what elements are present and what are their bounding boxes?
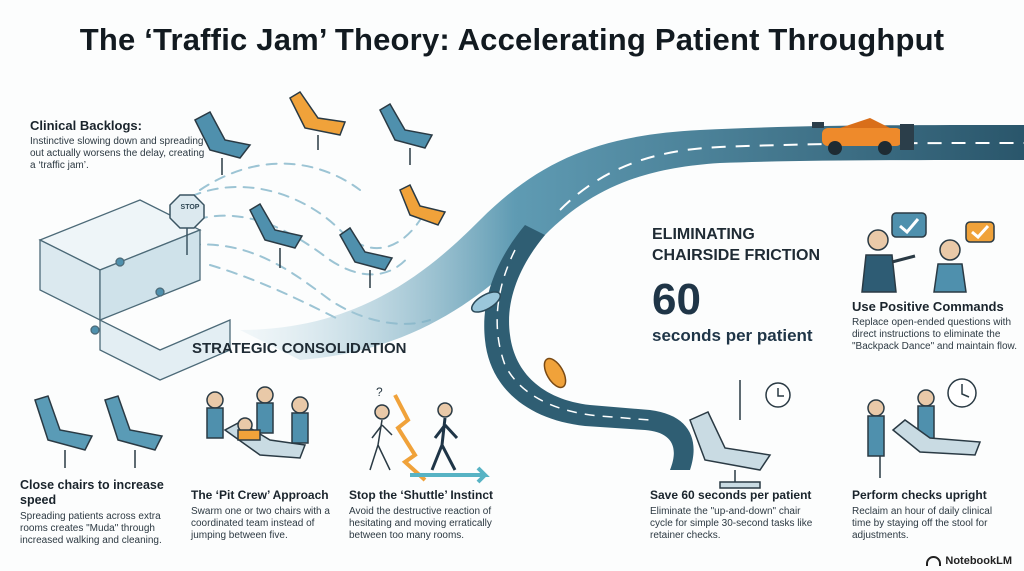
race-car-icon — [812, 118, 914, 155]
save-60-heading: Save 60 seconds per patient — [650, 488, 812, 502]
close-chairs-illustration — [34, 395, 164, 468]
seconds-unit: seconds per patient — [652, 326, 813, 345]
office-cubicles — [38, 199, 231, 381]
orange-car-icon — [543, 357, 567, 389]
eliminating-heading: ELIMINATING CHAIRSIDE FRICTION — [652, 224, 820, 266]
upright-block: Perform checks upright Reclaim an hour o… — [852, 488, 1012, 542]
close-chairs-heading: Close chairs to increase speed — [20, 478, 164, 507]
positive-commands-heading: Use Positive Commands — [852, 299, 1004, 314]
positive-commands-body: Replace open-ended questions with direct… — [852, 317, 1017, 352]
dental-chair-icon — [379, 102, 434, 165]
stop-sign-icon — [169, 194, 205, 255]
close-chairs-block: Close chairs to increase speed Spreading… — [20, 478, 180, 547]
blue-car-icon — [470, 291, 502, 313]
eliminating-line1: ELIMINATING — [652, 226, 755, 243]
clinical-backlogs-body: Instinctive slowing down and spreading o… — [30, 136, 205, 171]
dental-chair-icon — [289, 90, 347, 150]
road — [240, 125, 1024, 470]
dental-chair-icon — [339, 226, 394, 288]
brand-watermark: NotebookLM — [926, 555, 1012, 567]
pit-crew-body: Swarm one or two chairs with a coordinat… — [191, 506, 330, 541]
notebooklm-logo-icon — [926, 556, 942, 566]
shuttle-illustration: ? — [369, 385, 490, 484]
save-60-body: Eliminate the "up-and-down" chair cycle … — [650, 506, 813, 541]
stop-sign-label: STOP — [180, 204, 200, 211]
dental-chair-icon — [249, 202, 304, 268]
shuttle-block: Stop the ‘Shuttle’ Instinct Avoid the de… — [349, 488, 514, 542]
positive-commands-block: Use Positive Commands Replace open-ended… — [852, 299, 1024, 353]
save-60-block: Save 60 seconds per patient Eliminate th… — [650, 488, 825, 542]
positive-commands-illustration — [861, 212, 995, 293]
pit-crew-heading: The ‘Pit Crew’ Approach — [191, 488, 329, 502]
upright-body: Reclaim an hour of daily clinical time b… — [852, 506, 993, 541]
shuttle-heading: Stop the ‘Shuttle’ Instinct — [349, 488, 493, 502]
eliminating-line2: CHAIRSIDE FRICTION — [652, 247, 820, 264]
strategic-consolidation-heading: STRATEGIC CONSOLIDATION — [192, 340, 407, 357]
brand-label: NotebookLM — [945, 555, 1012, 567]
shuttle-body: Avoid the destructive reaction of hesita… — [349, 506, 492, 541]
upright-heading: Perform checks upright — [852, 488, 987, 502]
svg-text:?: ? — [376, 385, 383, 399]
close-chairs-body: Spreading patients across extra rooms cr… — [20, 511, 162, 546]
upright-illustration — [867, 378, 982, 478]
dental-chair-icon — [399, 183, 447, 226]
seconds-value: 60 — [652, 275, 701, 324]
pit-crew-block: The ‘Pit Crew’ Approach Swarm one or two… — [191, 488, 341, 542]
dental-chair-icon — [194, 110, 252, 175]
scattered-chairs — [194, 90, 447, 288]
clinical-backlogs-block: Clinical Backlogs: Instinctive slowing d… — [30, 118, 205, 172]
page-title: The ‘Traffic Jam’ Theory: Accelerating P… — [79, 22, 945, 57]
pit-crew-illustration — [206, 386, 309, 459]
clinical-backlogs-heading: Clinical Backlogs: — [30, 118, 142, 133]
save-60-illustration — [689, 380, 791, 489]
